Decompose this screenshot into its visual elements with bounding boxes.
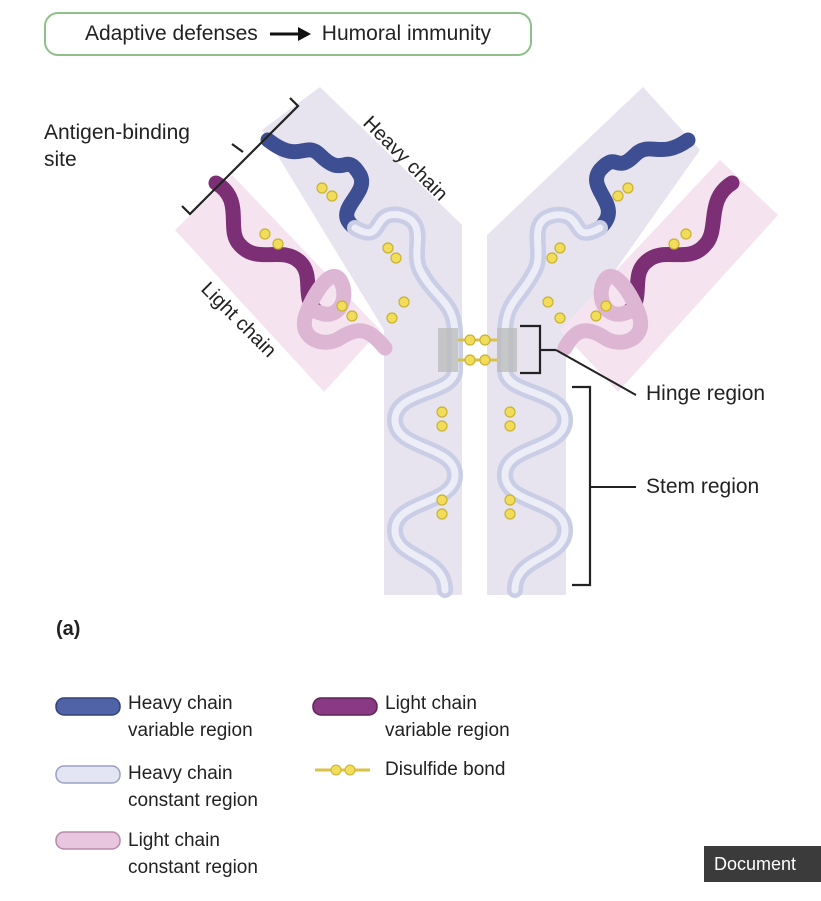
legend-heavy-variable: Heavy chain variable region xyxy=(128,693,253,741)
legend-light-constant: Light chain constant region xyxy=(128,830,258,878)
header-right-text: Humoral immunity xyxy=(321,22,491,45)
document-badge[interactable]: Document xyxy=(704,846,821,882)
antigen-binding-bracket xyxy=(181,97,300,216)
antigen-binding-label-line1: Antigen-binding xyxy=(44,121,190,144)
header-title-pill: Adaptive defenses Humoral immunity xyxy=(44,12,532,56)
hinge-region-label: Hinge region xyxy=(646,382,766,405)
panel-label: (a) xyxy=(56,618,81,640)
left-heavy-variable-segment xyxy=(260,132,370,236)
legend-light-variable: Light chain variable region xyxy=(385,693,510,741)
disulfide-bonds xyxy=(259,182,692,520)
left-light-constant-segment xyxy=(296,269,393,356)
right-hinge-gray xyxy=(497,328,517,372)
antigen-binding-label-line2: site xyxy=(44,148,77,171)
right-light-variable-segment xyxy=(620,175,740,320)
header-left-text: Adaptive defenses xyxy=(85,22,258,45)
left-hinge-gray xyxy=(438,328,458,372)
right-light-band xyxy=(560,160,778,392)
arrow-right-icon xyxy=(269,27,311,41)
legend-disulfide-bond: Disulfide bond xyxy=(385,759,506,780)
legend-swatches xyxy=(55,697,378,850)
right-light-constant-segment xyxy=(557,269,649,356)
legend-heavy-constant: Heavy chain constant region xyxy=(128,763,258,811)
right-heavy-variable-segment xyxy=(589,132,696,236)
left-light-variable-segment xyxy=(208,175,326,320)
stem-bracket xyxy=(572,385,592,587)
stem-region-label: Stem region xyxy=(646,475,760,498)
